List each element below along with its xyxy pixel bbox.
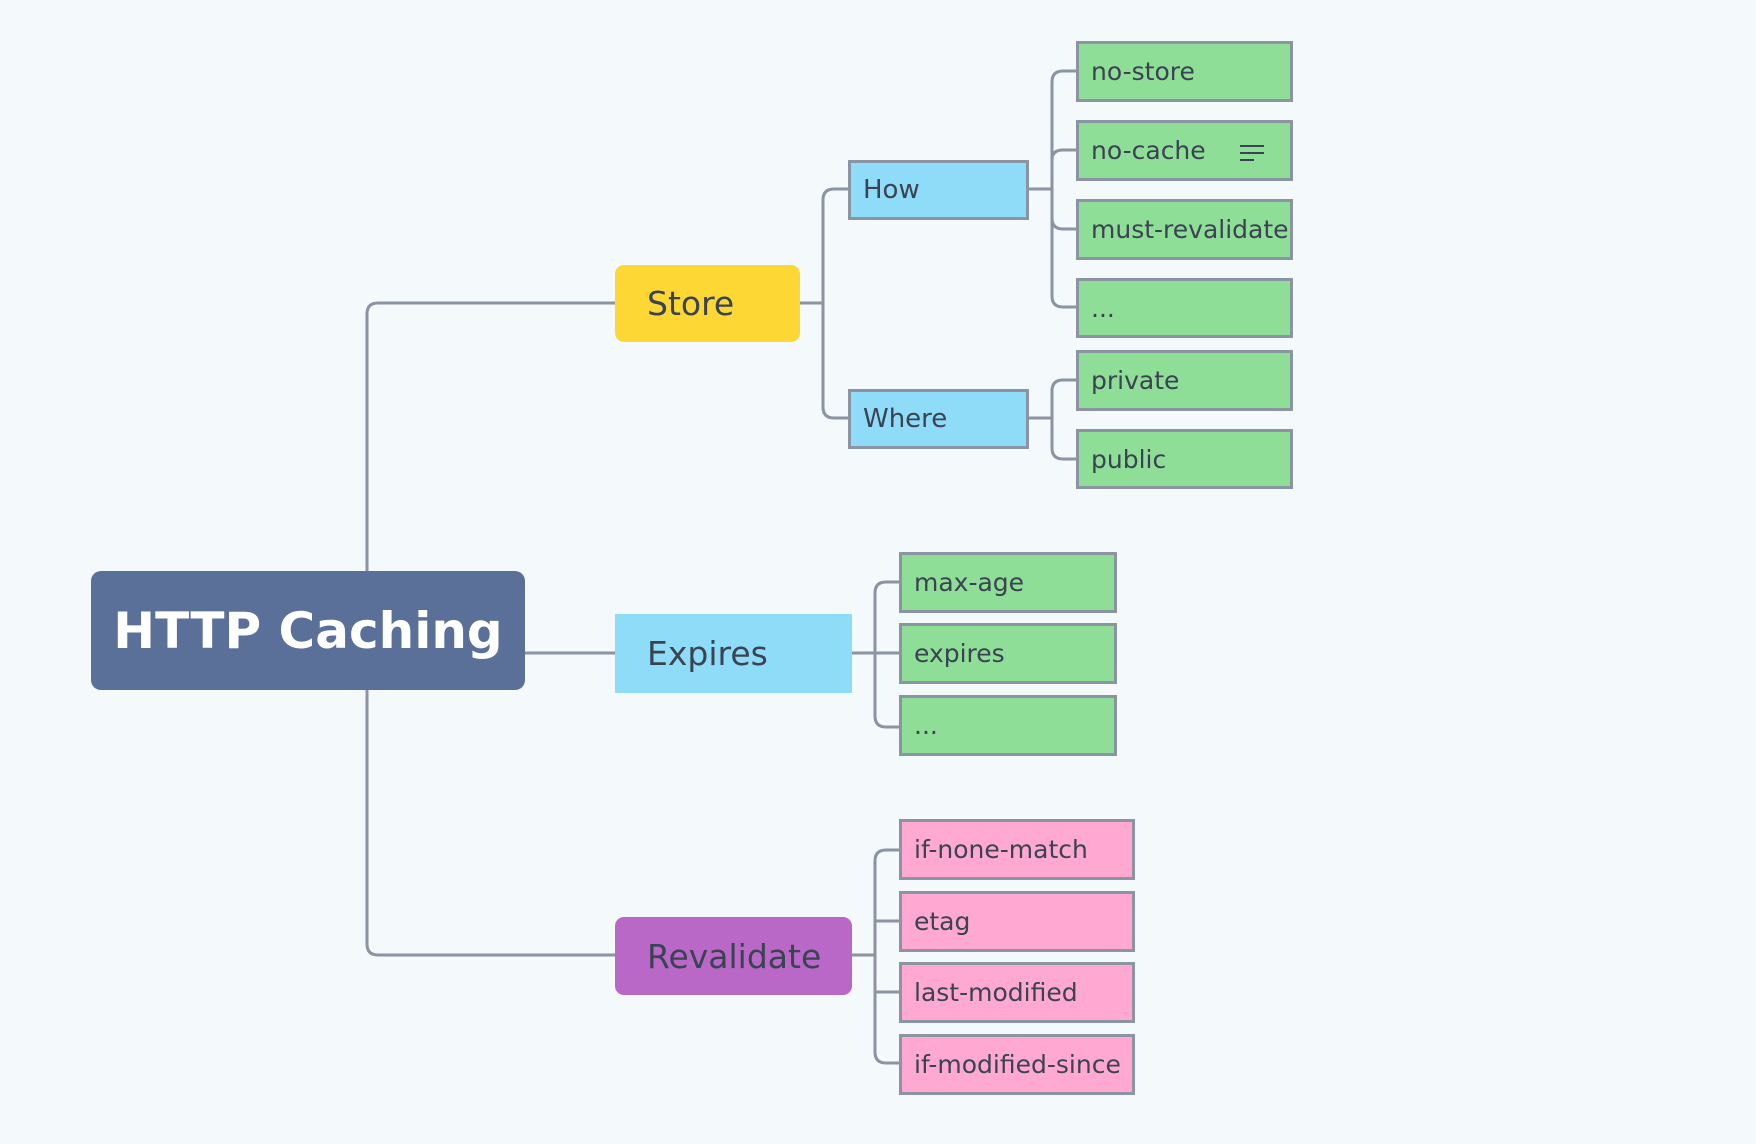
leaf-label: no-store bbox=[1091, 57, 1195, 86]
root-node[interactable]: HTTP Caching bbox=[91, 571, 525, 690]
subtopic-how-label: How bbox=[863, 175, 920, 205]
leaf-private[interactable]: private bbox=[1076, 350, 1293, 411]
leaf-label: public bbox=[1091, 444, 1167, 474]
leaf-must-revalidate[interactable]: must-revalidate bbox=[1076, 199, 1293, 260]
leaf-no-cache[interactable]: no-cache bbox=[1076, 120, 1293, 181]
connector-revalidate-trunk bbox=[873, 848, 899, 1065]
leaf-how-more[interactable]: ... bbox=[1076, 278, 1293, 338]
subtopic-how[interactable]: How bbox=[848, 160, 1029, 220]
connector-root-revalidate bbox=[365, 690, 615, 957]
branch-store-label: Store bbox=[647, 284, 735, 323]
branch-expires[interactable]: Expires bbox=[615, 614, 852, 693]
leaf-last-modified[interactable]: last-modified bbox=[899, 962, 1135, 1023]
leaf-public[interactable]: public bbox=[1076, 429, 1293, 489]
subtopic-where-label: Where bbox=[863, 404, 948, 434]
leaf-max-age[interactable]: max-age bbox=[899, 552, 1117, 613]
leaf-label: if-none-match bbox=[914, 835, 1088, 864]
leaf-no-store[interactable]: no-store bbox=[1076, 41, 1293, 102]
connector-store-where bbox=[821, 303, 848, 420]
root-label: HTTP Caching bbox=[113, 601, 503, 660]
leaf-expires-more[interactable]: ... bbox=[899, 695, 1117, 756]
branch-expires-label: Expires bbox=[647, 634, 768, 673]
branch-revalidate-label: Revalidate bbox=[647, 936, 822, 976]
leaf-label: etag bbox=[914, 907, 971, 936]
leaf-label: must-revalidate bbox=[1091, 215, 1289, 244]
leaf-label: ... bbox=[1091, 293, 1115, 323]
connector-root-store bbox=[365, 301, 615, 571]
leaf-if-modified-since[interactable]: if-modified-since bbox=[899, 1034, 1135, 1095]
connector-where-trunk bbox=[1050, 378, 1076, 461]
leaf-label: if-modified-since bbox=[914, 1050, 1121, 1079]
leaf-etag[interactable]: etag bbox=[899, 891, 1135, 952]
connector-expires-trunk bbox=[873, 580, 899, 729]
leaf-label: max-age bbox=[914, 568, 1025, 597]
connector-how-no-cache bbox=[1050, 148, 1076, 161]
leaf-label: last-modified bbox=[914, 978, 1078, 1007]
connector-store-how bbox=[821, 187, 848, 303]
notes-icon[interactable] bbox=[1240, 145, 1264, 161]
leaf-expires[interactable]: expires bbox=[899, 623, 1117, 684]
connector-how-trunk bbox=[1050, 69, 1064, 309]
leaf-label: no-cache bbox=[1091, 136, 1206, 165]
leaf-label: expires bbox=[914, 639, 1005, 668]
leaf-if-none-match[interactable]: if-none-match bbox=[899, 819, 1135, 880]
branch-revalidate[interactable]: Revalidate bbox=[615, 917, 852, 995]
branch-store[interactable]: Store bbox=[615, 265, 800, 342]
subtopic-where[interactable]: Where bbox=[848, 389, 1029, 449]
connector-how-must-revalidate bbox=[1050, 217, 1076, 231]
leaf-label: ... bbox=[914, 711, 938, 740]
leaf-label: private bbox=[1091, 366, 1180, 395]
